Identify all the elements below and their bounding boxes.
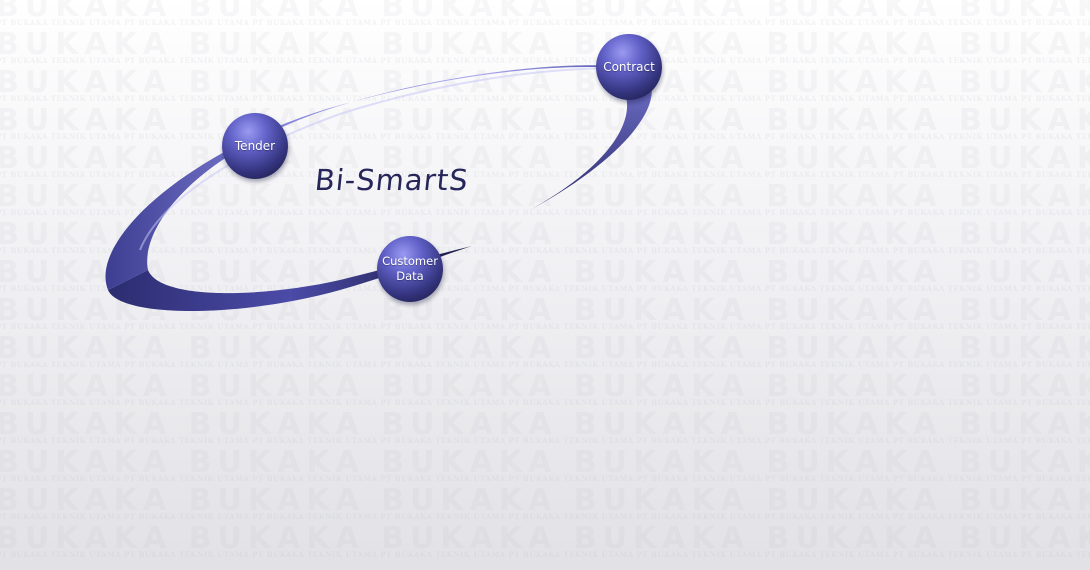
- orbit-lower-arc: [108, 246, 472, 311]
- brand-title: Bi-SmartS: [313, 163, 471, 197]
- tender-node-button[interactable]: Tender: [222, 113, 288, 179]
- contract-node-button[interactable]: Contract: [596, 34, 662, 100]
- orbit-highlight: [139, 67, 621, 251]
- contract-node-label: Contract: [603, 59, 655, 74]
- customer-data-node-label-line1: Customer: [382, 254, 438, 268]
- customer-data-node-label-line2: Data: [396, 269, 424, 283]
- tender-node-label: Tender: [234, 138, 276, 153]
- customer-data-node-button[interactable]: Customer Data: [377, 236, 443, 302]
